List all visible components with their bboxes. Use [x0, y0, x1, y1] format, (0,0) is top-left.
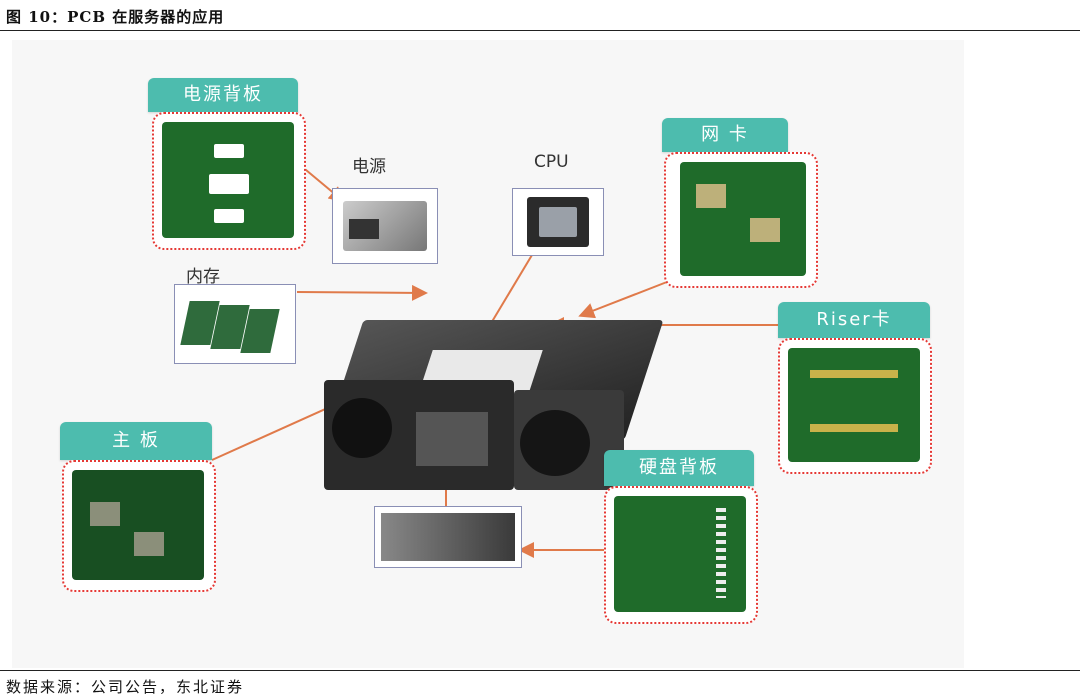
nic-image	[664, 152, 818, 288]
power-backplane-tag: 电源背板	[148, 78, 298, 112]
cpu-label: CPU	[534, 152, 569, 172]
motherboard-tag: 主 板	[60, 422, 212, 460]
cpu-image	[512, 188, 604, 256]
power-label: 电源	[352, 157, 386, 177]
drive-bay-image	[374, 506, 522, 568]
power-supply-image	[332, 188, 438, 264]
bottom-rule	[0, 670, 1080, 671]
disk-backplane-image	[604, 486, 758, 624]
illustration-canvas: 电源背板 电源 CPU 网 卡 内存 Riser卡	[12, 40, 964, 668]
memory-label: 内存	[186, 267, 220, 287]
riser-image	[778, 338, 932, 474]
disk-backplane-tag: 硬盘背板	[604, 450, 754, 486]
power-backplane-image	[152, 112, 306, 250]
top-rule	[0, 30, 1080, 31]
figure-title: 图 10：PCB 在服务器的应用	[6, 8, 225, 26]
riser-tag: Riser卡	[778, 302, 930, 338]
server-chassis	[324, 270, 664, 490]
source-note: 数据来源：公司公告，东北证券	[6, 678, 245, 696]
motherboard-image	[62, 460, 216, 592]
nic-tag: 网 卡	[662, 118, 788, 152]
memory-image	[174, 284, 296, 364]
